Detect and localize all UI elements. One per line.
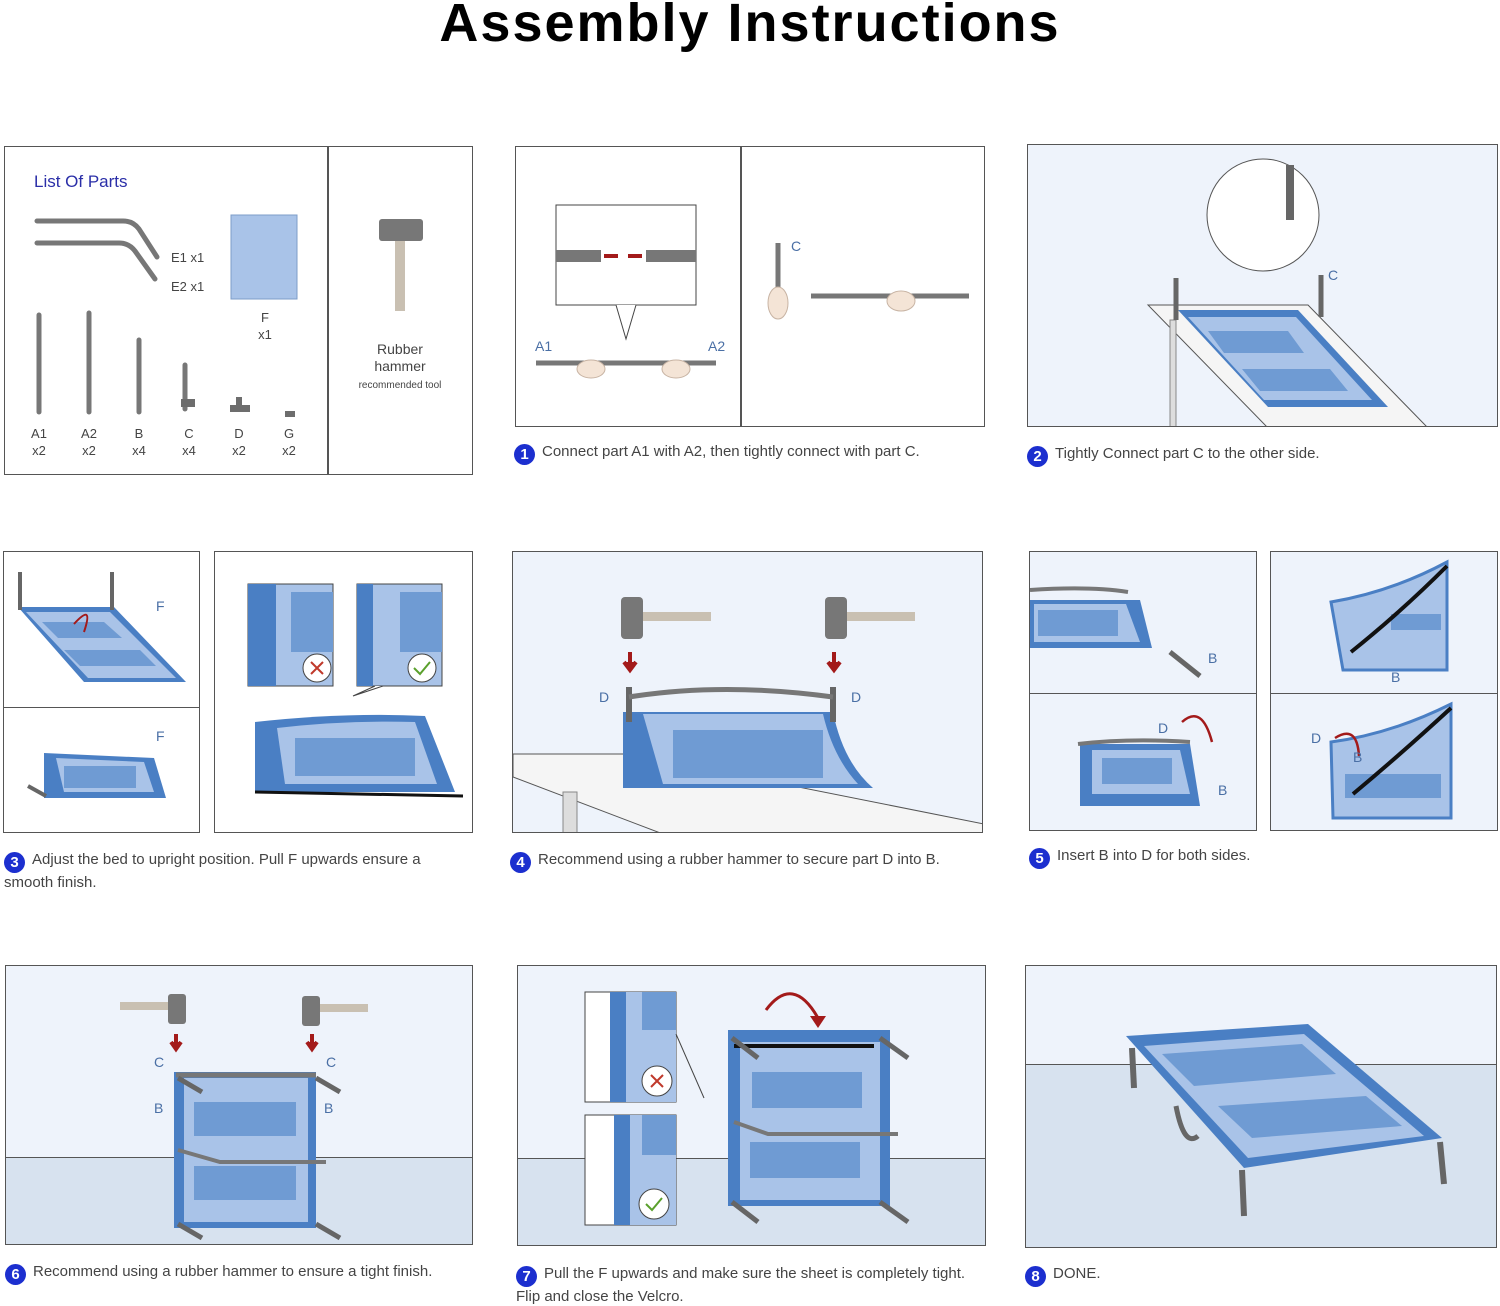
step-3-panel-top: F [3,551,200,708]
part-label-b-right: B [324,1100,334,1116]
step-1-illustration [536,204,969,379]
step-number-badge: 6 [5,1264,26,1285]
finished-bed-illustration [1126,1024,1447,1217]
hammer-d-illustration [513,597,982,832]
part-label-b: B [1218,782,1228,798]
step-4-panel: D D [512,551,983,833]
sheet-f-icon [230,214,298,300]
step-5-panel-tl: B [1029,551,1257,694]
vertical-pipes [36,310,188,415]
part-label-b: B [1208,650,1218,666]
hammer-c-illustration [120,994,368,1241]
step-3-panel-detail [214,551,473,833]
flip-velcro-illustration [584,991,910,1226]
part-label-d-left: D [599,689,610,705]
divider [327,147,329,474]
part-label-f: F [156,598,165,614]
part-label-f: F [156,728,165,744]
step-2-illustration [1146,158,1427,426]
step-5-panel-br: D B [1270,693,1498,831]
step-1-panel: A1 A2 C [515,146,985,427]
step-number-badge: 8 [1025,1266,1046,1287]
step-7-panel [517,965,986,1246]
insert-d-illustration [1077,715,1214,806]
step-number-badge: 3 [4,852,25,873]
part-label-c-right: C [326,1054,337,1070]
connector-icons [181,397,295,417]
step-5-panel-bl: D B [1029,693,1257,831]
part-label-b: B [1391,669,1401,685]
part-label-b-left: B [154,1100,164,1116]
part-label-e1: E1 x1 [171,250,205,265]
part-label-a2: A2 [708,338,726,354]
parts-list-heading: List Of Parts [34,172,128,191]
part-label-a1: A1 [535,338,553,354]
insert-b-illustration [1030,586,1202,678]
divider [740,147,742,426]
bed-upright-illustration [27,753,166,798]
insert-d-side-illustration [1329,701,1453,820]
step-number-badge: 5 [1029,848,1050,869]
step-8-panel [1025,965,1497,1248]
step-number-badge: 1 [514,444,535,465]
part-label-d: D [1311,730,1322,746]
page-title: Assembly Instructions [439,0,1061,53]
e-pipes [34,218,160,282]
part-label-d: D [1158,720,1169,736]
step-5-panel-tr: B [1270,551,1498,694]
part-label-b: B [1353,749,1363,765]
step-3-panel-bottom: F [3,707,200,833]
step-6-panel: C C B B [5,965,473,1245]
step-number-badge: 4 [510,852,531,873]
step-number-badge: 2 [1027,446,1048,467]
part-label-c-left: C [154,1054,165,1070]
part-label-e2: E2 x1 [171,279,205,294]
sheet-check-illustration [247,583,464,798]
bed-flat-illustration [18,572,186,682]
insert-b-side-illustration [1329,559,1449,672]
step-2-panel: C [1027,144,1498,427]
parts-illustration [34,214,423,417]
part-label-d-right: D [851,689,862,705]
step-number-badge: 7 [516,1266,537,1287]
part-label-c: C [791,238,802,254]
hammer-icon [379,219,423,311]
part-label-c: C [1328,267,1339,283]
